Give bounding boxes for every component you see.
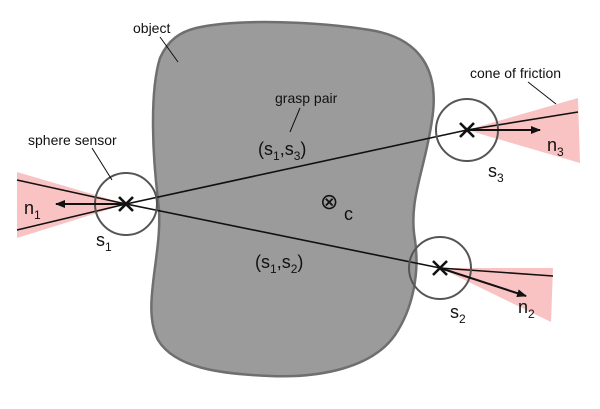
leader-cone-of-friction	[527, 81, 557, 105]
normal-arrow-2	[439, 267, 527, 298]
pair-label-s1-s3: (s1,s3)	[258, 139, 306, 163]
cone-line-3	[466, 111, 579, 131]
cone-line-2	[439, 267, 554, 277]
center-label: c	[344, 204, 353, 224]
leader-sphere-sensor	[91, 147, 113, 181]
sensor-label-2: s2	[450, 302, 466, 326]
center-symbol: ⊗	[320, 189, 338, 214]
grasp-pair-label: grasp pair	[275, 90, 338, 106]
normal-label-3: n3	[547, 135, 564, 159]
normal-label-2: n2	[518, 297, 535, 321]
cone-line-1a	[16, 179, 127, 205]
leader-object	[159, 36, 179, 63]
sphere-sensor-label: sphere sensor	[28, 132, 117, 148]
cone-of-friction-label: cone of friction	[470, 65, 561, 81]
object-label: object	[133, 20, 170, 36]
pair-label-s1-s2: (s1,s2)	[255, 252, 303, 276]
grasp-line-s1-s2	[125, 203, 441, 269]
sphere-sensor-2	[408, 236, 472, 300]
sensor-label-1: s1	[96, 230, 112, 254]
sensor-label-3: s3	[488, 161, 504, 185]
cone-line-1b	[16, 203, 127, 231]
normal-label-1: n1	[24, 198, 41, 222]
leader-grasp-pair	[289, 107, 301, 133]
grasp-line-s1-s3	[125, 129, 468, 205]
object-shape	[150, 20, 435, 378]
